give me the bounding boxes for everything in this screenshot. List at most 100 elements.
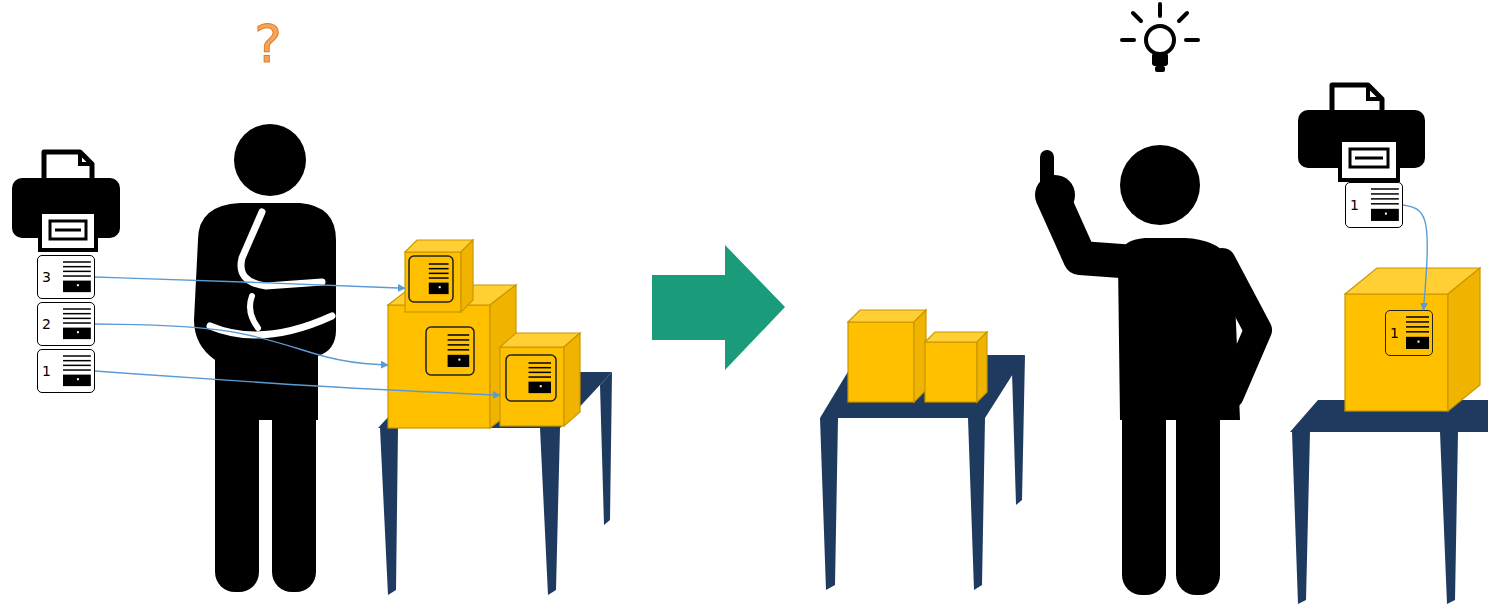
- person-leg: [1176, 400, 1220, 595]
- label-line: [529, 372, 552, 374]
- label-line: [1406, 321, 1429, 323]
- person-body: [194, 203, 336, 420]
- label-barcode-speck: [77, 331, 79, 333]
- box-side: [461, 240, 473, 312]
- label-line: [63, 318, 91, 320]
- paper-fold: [80, 152, 92, 164]
- label-barcode-speck: [1417, 341, 1419, 343]
- arm-outline: [241, 212, 322, 286]
- person-arm: [1222, 262, 1258, 395]
- label-barcode-speck: [77, 284, 79, 286]
- label-graphic: [1406, 314, 1429, 352]
- box-top: [848, 310, 926, 322]
- table-leg: [540, 428, 560, 595]
- label-barcode-speck: [540, 385, 542, 387]
- printer-slot: [1350, 149, 1388, 167]
- label-line: [63, 261, 91, 263]
- printer-body: [12, 178, 120, 238]
- label-number: 1: [1350, 197, 1359, 213]
- printed-label: 1: [1345, 182, 1403, 228]
- label-barcode-speck: [77, 378, 79, 380]
- table-leg: [820, 418, 838, 590]
- label-barcode-speck: [1385, 213, 1387, 215]
- parcel-box: 1: [1345, 268, 1480, 411]
- label-line: [1371, 188, 1399, 190]
- label-line: [1406, 326, 1429, 328]
- person-leg: [215, 400, 259, 592]
- label-line: [63, 369, 91, 371]
- bulb-tip: [1155, 66, 1165, 72]
- label-barcode: [63, 281, 91, 293]
- person-leg: [272, 400, 316, 592]
- label-line: [448, 349, 470, 351]
- label-line: [529, 376, 552, 378]
- label-line: [448, 339, 470, 341]
- label-line: [529, 367, 552, 369]
- label-line: [429, 268, 449, 270]
- label-line: [1371, 193, 1399, 195]
- label-line: [529, 362, 552, 364]
- label-barcode-speck: [439, 286, 441, 288]
- label-arrow: [95, 277, 405, 288]
- shipping-label: [426, 327, 474, 375]
- label-line: [63, 266, 91, 268]
- box-side: [977, 332, 987, 402]
- label-graphic: [63, 259, 91, 295]
- label-number: 1: [1390, 325, 1399, 341]
- node-text-group: 1: [1350, 197, 1359, 213]
- label-line: [429, 263, 449, 265]
- label-arrow: [95, 324, 388, 365]
- shipping-label: [409, 256, 453, 302]
- label-line: [448, 334, 470, 336]
- printed-label: 3: [37, 255, 95, 299]
- label-line: [448, 344, 470, 346]
- label-line: [429, 273, 449, 275]
- lightbulb-icon: [1122, 4, 1198, 72]
- shipping-label: 1: [1385, 310, 1433, 356]
- label-barcode: [1406, 337, 1429, 349]
- transition-arrow: [652, 245, 785, 370]
- arm-outline: [210, 316, 332, 335]
- box-front: [925, 342, 977, 402]
- label-line: [1406, 331, 1429, 333]
- table-leg: [1440, 432, 1458, 604]
- label-number: 1: [42, 363, 51, 379]
- table-leg: [1012, 355, 1025, 505]
- label-graphic: [63, 306, 91, 342]
- printer-icon: [1298, 85, 1425, 180]
- label-barcode: [63, 375, 91, 387]
- shipping-label: [506, 355, 556, 401]
- table-leg: [600, 372, 612, 525]
- table-leg: [380, 428, 398, 595]
- label-line: [63, 275, 91, 277]
- parcel-box: [500, 333, 580, 426]
- label-line: [63, 313, 91, 315]
- box-front: [500, 347, 564, 426]
- label-graphic: [1371, 186, 1399, 224]
- label-barcode: [429, 283, 449, 295]
- table-leg: [1292, 432, 1310, 604]
- bulb-ray: [1186, 38, 1198, 42]
- parcel-box: [848, 310, 926, 402]
- label-line: [63, 271, 91, 273]
- table-leg: [968, 418, 985, 590]
- box-side: [1448, 268, 1480, 411]
- printer-paper: [1332, 85, 1382, 114]
- label-graphic: [63, 353, 91, 389]
- printer-icon: [12, 152, 120, 250]
- thinking-person: [194, 124, 336, 592]
- label-line: [1371, 203, 1399, 205]
- paper-fold: [1368, 85, 1382, 99]
- box-front: [1345, 294, 1448, 411]
- label-barcode: [448, 355, 470, 367]
- box-front: [388, 305, 490, 428]
- label-number: 3: [42, 269, 51, 285]
- printed-label: 1: [37, 349, 95, 393]
- box-front: [405, 252, 461, 312]
- printer-slot-line: [55, 229, 81, 232]
- box-side: [914, 310, 926, 402]
- box-outline: [500, 333, 580, 426]
- bulb-ray: [1122, 38, 1134, 42]
- node-text-group: 2: [42, 316, 51, 332]
- printer-slot-line: [1355, 157, 1383, 160]
